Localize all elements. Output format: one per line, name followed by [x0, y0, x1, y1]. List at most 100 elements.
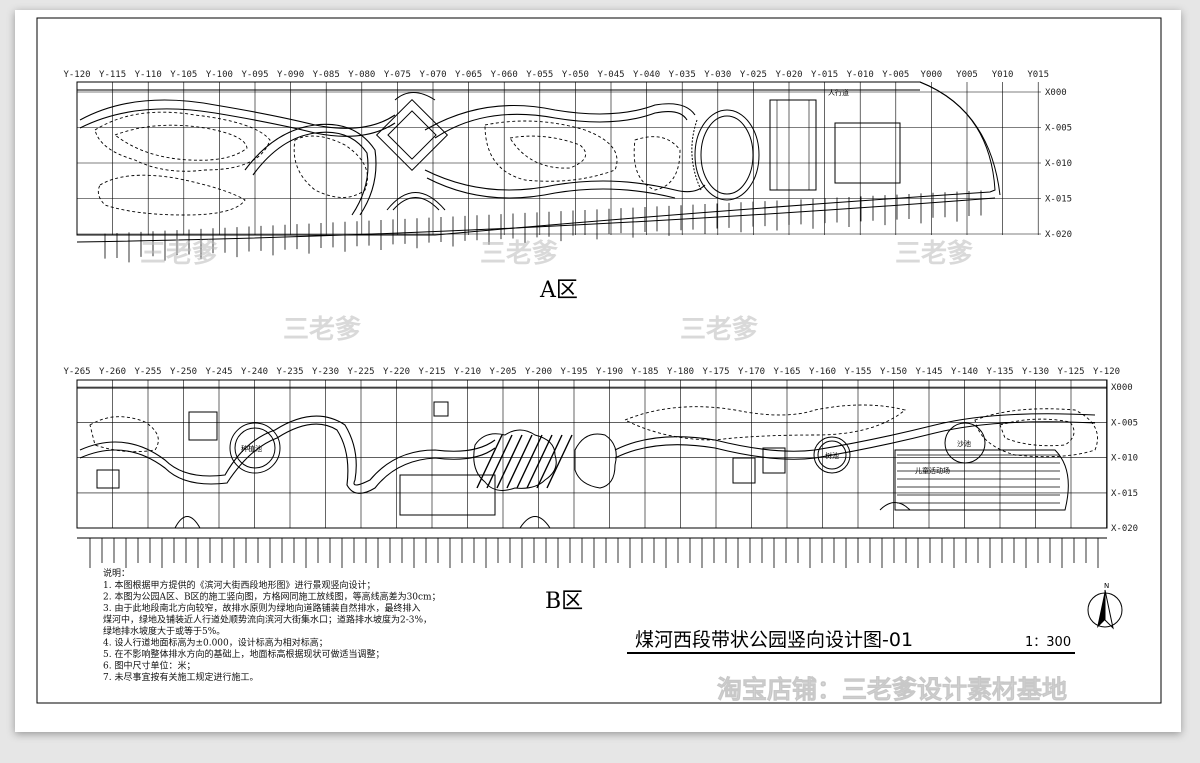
y-axis-label: Y-070: [419, 70, 446, 80]
y-axis-label: Y-245: [205, 367, 232, 377]
x-axis-label: X-015: [1045, 195, 1072, 205]
zone-b-grid: [76, 380, 1107, 529]
note-line: 煤河中，绿地及铺装近人行道处顺势流向滨河大街集水口；道路排水坡度为2-3%，: [103, 614, 432, 626]
drawing-frame: [36, 17, 1162, 704]
y-axis-label: Y-040: [633, 70, 660, 80]
y-axis-label: Y-250: [170, 367, 197, 377]
note-line: 3. 由于此地段南北方向较窄，故排水原则为绿地向道路铺装自然排水，最终排入: [103, 602, 420, 614]
y-axis-label: Y-020: [775, 70, 802, 80]
zone-b-label: B区: [545, 589, 583, 614]
north-label: N: [1104, 582, 1109, 590]
y-axis-label: Y-125: [1057, 367, 1084, 377]
y-axis-label: Y-025: [740, 70, 767, 80]
y-axis-label: Y-045: [597, 70, 624, 80]
y-axis-label: Y-210: [454, 367, 481, 377]
shop-watermark: 淘宝店铺：三老爹设计素材基地: [717, 675, 1067, 704]
y-axis-label: Y-095: [241, 70, 268, 80]
zone-a-diamond-plaza: [375, 92, 449, 211]
zone-a-path: [252, 131, 369, 216]
y-axis-label: Y-135: [986, 367, 1013, 377]
note-line: 6. 图中尺寸单位：米；: [103, 660, 195, 672]
y-axis-label: Y-110: [135, 70, 162, 80]
zone-b-contour: [974, 408, 1098, 458]
y-axis-label: Y-065: [455, 70, 482, 80]
north-arrow-icon: N: [1087, 582, 1123, 630]
y-axis-label: Y-240: [241, 367, 268, 377]
zone-b-semicircle: [174, 516, 201, 529]
zone-b-hatched-plaza: [473, 429, 573, 491]
zone-a-sidewalk-label: 人行道: [828, 88, 849, 97]
x-axis-label: X-020: [1045, 230, 1072, 240]
zone-a-contour: [114, 124, 248, 161]
y-axis-label: Y-195: [560, 367, 587, 377]
y-axis-label: Y-205: [489, 367, 516, 377]
y-axis-label: Y005: [956, 70, 978, 80]
zone-b-play-area: 儿童活动场: [894, 449, 1069, 511]
watermark: 三老爹: [895, 239, 973, 269]
note-line: 1. 本图根据甲方提供的《滨河大街西段地形图》进行景观竖向设计；: [103, 579, 375, 591]
y-axis-label: Y-230: [312, 367, 339, 377]
x-axis-label: X-015: [1111, 489, 1138, 499]
sandpit-label: 沙池: [957, 439, 971, 448]
y-axis-label: Y-120: [63, 70, 90, 80]
y-axis-label: Y-225: [347, 367, 374, 377]
y-axis-label: Y-235: [276, 367, 303, 377]
notes-heading: 说明：: [103, 567, 130, 579]
zone-b-semicircle: [879, 502, 911, 511]
zone-a-path: [434, 111, 688, 139]
note-line: 7. 未尽事宜按有关施工规定进行施工。: [103, 671, 258, 683]
zone-a-contour: [293, 135, 368, 198]
y-axis-label: Y-090: [277, 70, 304, 80]
y-axis-label: Y-130: [1022, 367, 1049, 377]
y-axis-label: Y-050: [562, 70, 589, 80]
zone-a-contour: [633, 136, 681, 191]
zone-a-south-edge: [76, 197, 996, 243]
y-axis-label: Y-255: [134, 367, 161, 377]
zone-b-contour: [999, 418, 1075, 447]
zone-a-path: [79, 99, 396, 129]
zone-a-circular-plaza: [691, 109, 760, 201]
y-axis-label: Y-185: [631, 367, 658, 377]
zone-b-feature-2: [762, 447, 786, 474]
design-notes: 说明： 1. 本图根据甲方提供的《滨河大街西段地形图》进行景观竖向设计；2. 本…: [103, 567, 441, 683]
y-axis-label: Y-030: [704, 70, 731, 80]
zone-b-path: [614, 421, 1096, 460]
zone-b-boundary: [76, 379, 1108, 529]
tree-pool-label: 树池: [825, 451, 839, 460]
pool-label: 种植池: [241, 444, 262, 453]
zone-a-path: [244, 123, 377, 216]
y-axis-label: Y-080: [348, 70, 375, 80]
x-axis-label: X000: [1045, 88, 1067, 98]
watermark: 三老爹: [680, 315, 758, 345]
y-axis-label: Y000: [921, 70, 943, 80]
zone-a-corner-arc: [919, 81, 1001, 196]
y-axis-label: Y-055: [526, 70, 553, 80]
x-axis-label: X-010: [1045, 159, 1072, 169]
zone-a-edge-ticks: [76, 190, 996, 263]
zone-b-path: [614, 413, 1096, 452]
y-axis-label: Y-170: [738, 367, 765, 377]
zone-b-semicircle: [519, 516, 551, 529]
y-axis-label: Y-175: [702, 367, 729, 377]
y-axis-label: Y-180: [667, 367, 694, 377]
zone-b-path: [79, 415, 496, 486]
y-axis-label: Y-115: [99, 70, 126, 80]
x-axis-label: X-010: [1111, 454, 1138, 464]
zone-b-kiosk: [433, 401, 449, 417]
zone-b-sculpture: [96, 469, 120, 489]
y-axis-label: Y-145: [915, 367, 942, 377]
y-axis-label: Y-060: [491, 70, 518, 80]
zone-b-contour: [89, 416, 159, 453]
x-axis-label: X-005: [1045, 124, 1072, 134]
zone-a-path: [426, 177, 676, 199]
note-line: 4. 设人行道地面标高为±0.000，设计标高为相对标高；: [103, 637, 328, 649]
zone-a-pavilion: [769, 99, 901, 191]
zone-a-path: [424, 169, 706, 193]
y-axis-label: Y-215: [418, 367, 445, 377]
